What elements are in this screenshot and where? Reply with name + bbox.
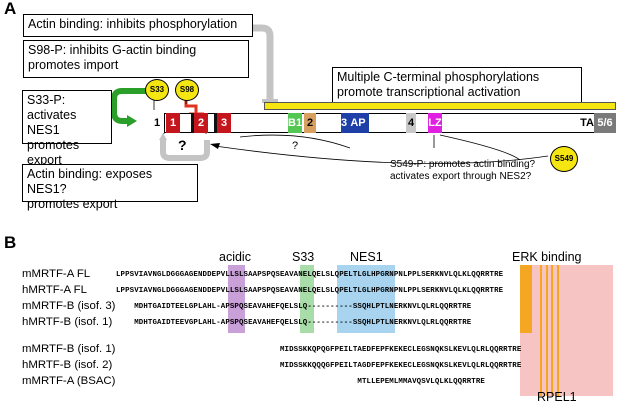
seq-name-3: hMRTF-B (isof. 1) — [22, 316, 113, 328]
leucine-zipper-domain: LZ — [428, 113, 442, 133]
seq-name-4: mMRTF-B (isof. 1) — [22, 343, 116, 355]
actin-inhibition-bar — [262, 99, 278, 103]
seq-row-1: LPPSVIAVNGLDGGGAGENDDEPVLLSLSAAPSPQSEAVA… — [116, 287, 504, 295]
seq-row-0: LPPSVIAVNGLDGGGAGENDDEPVLLSLSAAPSPQSEAVA… — [116, 271, 504, 279]
panel-b-label: B — [4, 233, 17, 252]
s98-phospho-circle: S98 — [175, 79, 199, 101]
transactivation-bar — [264, 102, 616, 110]
domain-3: 3 — [341, 113, 347, 133]
seq-row-3: MDHTGAIDTEEVGPLAHL-APSPQSEAVAHEFQELSLQ--… — [116, 319, 472, 327]
rpel-domain-4: 3 — [217, 113, 231, 133]
seq-row-6: MTLLEPEMLMMAVQSVLQLKLQQRRTRE — [116, 378, 485, 386]
seq-name-5: hMRTF-B (isof. 2) — [22, 359, 113, 371]
erk-box-2 — [551, 265, 559, 396]
question-mark-bracket: ? — [178, 137, 187, 153]
s33-green-arrow — [111, 88, 152, 124]
s33p-box: S33-P: activates NES1 promotes export — [22, 90, 112, 167]
s549-phospho-circle: S549 — [550, 146, 578, 172]
acidic-highlight — [228, 265, 245, 333]
actin-inhibition-line — [252, 24, 274, 100]
header-nes1: NES1 — [350, 250, 383, 264]
basic-domain-b1: B1 — [288, 113, 302, 133]
s549-note: S549-P: promotes actin binding? activate… — [390, 159, 536, 182]
seq-row-2: MDHTGAIDTEELGPLAHL-APSPQSEAVAHEFQELSLQ--… — [116, 303, 472, 311]
cterm-box: Multiple C-terminal phosphorylations pro… — [332, 67, 582, 105]
domain-4: 4 — [406, 113, 416, 133]
nes1-highlight — [337, 265, 395, 333]
domain-2: 2 — [304, 113, 316, 133]
panel-a-label: A — [4, 0, 17, 18]
seq-name-1: hMRTF-A FL — [22, 284, 87, 296]
s33-phospho-circle: S33 — [145, 79, 169, 101]
header-rpel1: RPEL1 — [537, 390, 577, 404]
header-acidic: acidic — [219, 250, 251, 264]
rpel-domain-3: 2 — [194, 113, 208, 133]
erk-box-1 — [540, 265, 548, 396]
header-s33: S33 — [292, 250, 315, 264]
actin-exposes-bracket — [160, 140, 210, 161]
ta-domain-label: TA — [580, 117, 594, 129]
s98p-box: S98-P: inhibits G-actin binding promotes… — [23, 40, 249, 78]
ta-domain-56: 5/6 — [594, 113, 616, 133]
rpel1-highlight — [520, 265, 613, 396]
seq-name-6: mMRTF-A (BSAC) — [22, 375, 116, 387]
s33-highlight — [300, 265, 314, 333]
seq-name-2: mMRTF-B (isof. 3) — [22, 300, 116, 312]
actin-inhibits-box: Actin binding: inhibits phosphorylation — [23, 14, 253, 37]
seq-row-5: MIDSSKKQQQGFPEILTAGDFEPFKEKECLEGSNQKSLKE… — [116, 362, 522, 370]
rpel-domain-1: 1 — [150, 113, 165, 133]
seq-name-0: mMRTF-A FL — [22, 268, 91, 280]
actin-exposes-box: Actin binding: exposes NES1? promotes ex… — [22, 164, 198, 211]
rpel-domain-2: 1 — [166, 113, 180, 133]
sap-domain: AP — [347, 113, 369, 133]
question-mark-s549: ? — [292, 140, 299, 152]
seq-row-4: MIDSSKKQPQGFPEILTAEDFEPFKEKECLEGSNQKSLKE… — [116, 346, 522, 354]
s98-red-inhibition — [184, 99, 198, 113]
erk-highlight — [520, 265, 532, 333]
header-erk-binding: ERK binding — [512, 250, 582, 264]
